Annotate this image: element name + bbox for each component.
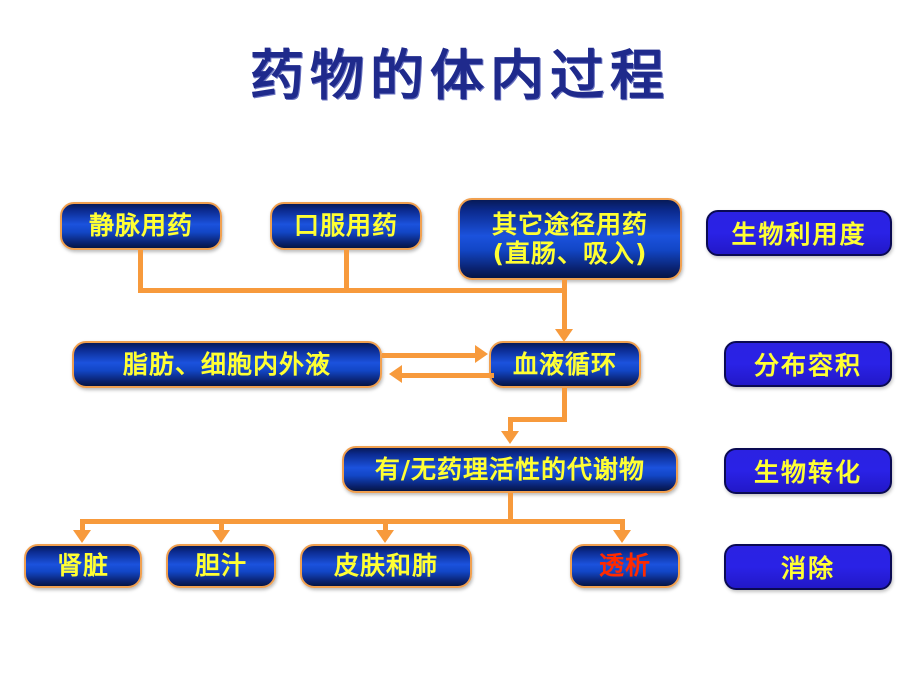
connector-metabolites-inlet bbox=[508, 417, 513, 434]
arrow-blood-to-fat bbox=[389, 365, 402, 383]
node-active-inactive-metabolites[interactable]: 有/无药理活性的代谢物 bbox=[342, 446, 678, 493]
legend-item-bioavailability[interactable]: 生物利用度 bbox=[706, 210, 892, 256]
arrow-into-blood-circulation bbox=[555, 329, 573, 342]
connector-blood-to-fat-line bbox=[402, 373, 494, 378]
connector-branch-bile bbox=[219, 519, 224, 533]
node-intravenous-administration[interactable]: 静脉用药 bbox=[60, 202, 222, 250]
node-blood-circulation[interactable]: 血液循环 bbox=[489, 341, 641, 388]
node-label: 胆汁 bbox=[194, 551, 247, 580]
legend-item-label: 消除 bbox=[780, 554, 835, 583]
connector-branch-dialysis bbox=[620, 519, 625, 533]
node-dialysis[interactable]: 透析 bbox=[570, 544, 680, 588]
connector-metabolites-stem bbox=[508, 493, 513, 521]
arrow-fat-to-blood bbox=[475, 345, 488, 363]
node-kidney[interactable]: 肾脏 bbox=[24, 544, 142, 588]
node-other-routes-administration[interactable]: 其它途径用药 (直肠、吸入) bbox=[458, 198, 682, 280]
legend-item-volume-of-distribution[interactable]: 分布容积 bbox=[724, 341, 892, 387]
node-label-line2: (直肠、吸入) bbox=[492, 239, 648, 268]
legend-item-label: 生物转化 bbox=[753, 458, 862, 487]
connector-excretion-bus bbox=[80, 519, 625, 524]
node-label: 脂肪、细胞内外液 bbox=[122, 349, 331, 379]
page-title: 药物的体内过程 bbox=[250, 43, 670, 107]
node-oral-administration[interactable]: 口服用药 bbox=[270, 202, 422, 250]
arrow-into-kidney bbox=[73, 530, 91, 543]
connector-other-routes-trunk bbox=[562, 280, 567, 333]
connector-blood-to-metabolites-jog bbox=[508, 417, 567, 422]
node-label: 血液循环 bbox=[512, 349, 617, 379]
connector-iv-stem bbox=[138, 250, 143, 292]
arrow-into-dialysis bbox=[613, 530, 631, 543]
connector-oral-stem bbox=[344, 250, 349, 292]
arrow-into-skin-and-lung bbox=[376, 530, 394, 543]
node-label: 皮肤和肺 bbox=[333, 551, 438, 580]
connector-fat-to-blood-line bbox=[382, 353, 477, 358]
node-fat-and-intracellular-extracellular-fluid[interactable]: 脂肪、细胞内外液 bbox=[72, 341, 382, 388]
node-label: 透析 bbox=[598, 551, 651, 580]
connector-branch-kidney bbox=[80, 519, 85, 533]
node-bile[interactable]: 胆汁 bbox=[166, 544, 276, 588]
legend-item-elimination[interactable]: 消除 bbox=[724, 544, 892, 590]
legend-item-biotransformation[interactable]: 生物转化 bbox=[724, 448, 892, 494]
node-skin-and-lung[interactable]: 皮肤和肺 bbox=[300, 544, 472, 588]
connector-row1-bus bbox=[138, 288, 567, 293]
node-label-line1: 其它途径用药 bbox=[491, 209, 648, 239]
connector-branch-skin-lung bbox=[383, 519, 388, 533]
legend-item-label: 分布容积 bbox=[753, 351, 862, 380]
node-label: 有/无药理活性的代谢物 bbox=[374, 454, 646, 484]
legend-item-label: 生物利用度 bbox=[731, 220, 867, 249]
arrow-into-metabolites bbox=[501, 431, 519, 444]
connector-blood-down-stem bbox=[562, 388, 567, 421]
node-label: 肾脏 bbox=[56, 551, 109, 580]
node-label: 口服用药 bbox=[293, 211, 398, 240]
node-label: 静脉用药 bbox=[88, 211, 193, 240]
arrow-into-bile bbox=[212, 530, 230, 543]
